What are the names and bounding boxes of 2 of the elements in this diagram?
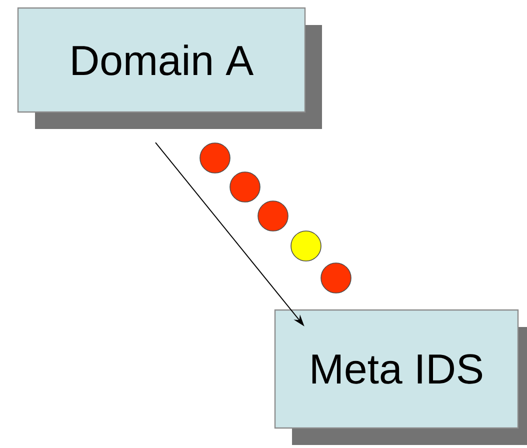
process-box: Domain A [17,7,306,113]
process-box: Meta IDS [274,309,519,429]
